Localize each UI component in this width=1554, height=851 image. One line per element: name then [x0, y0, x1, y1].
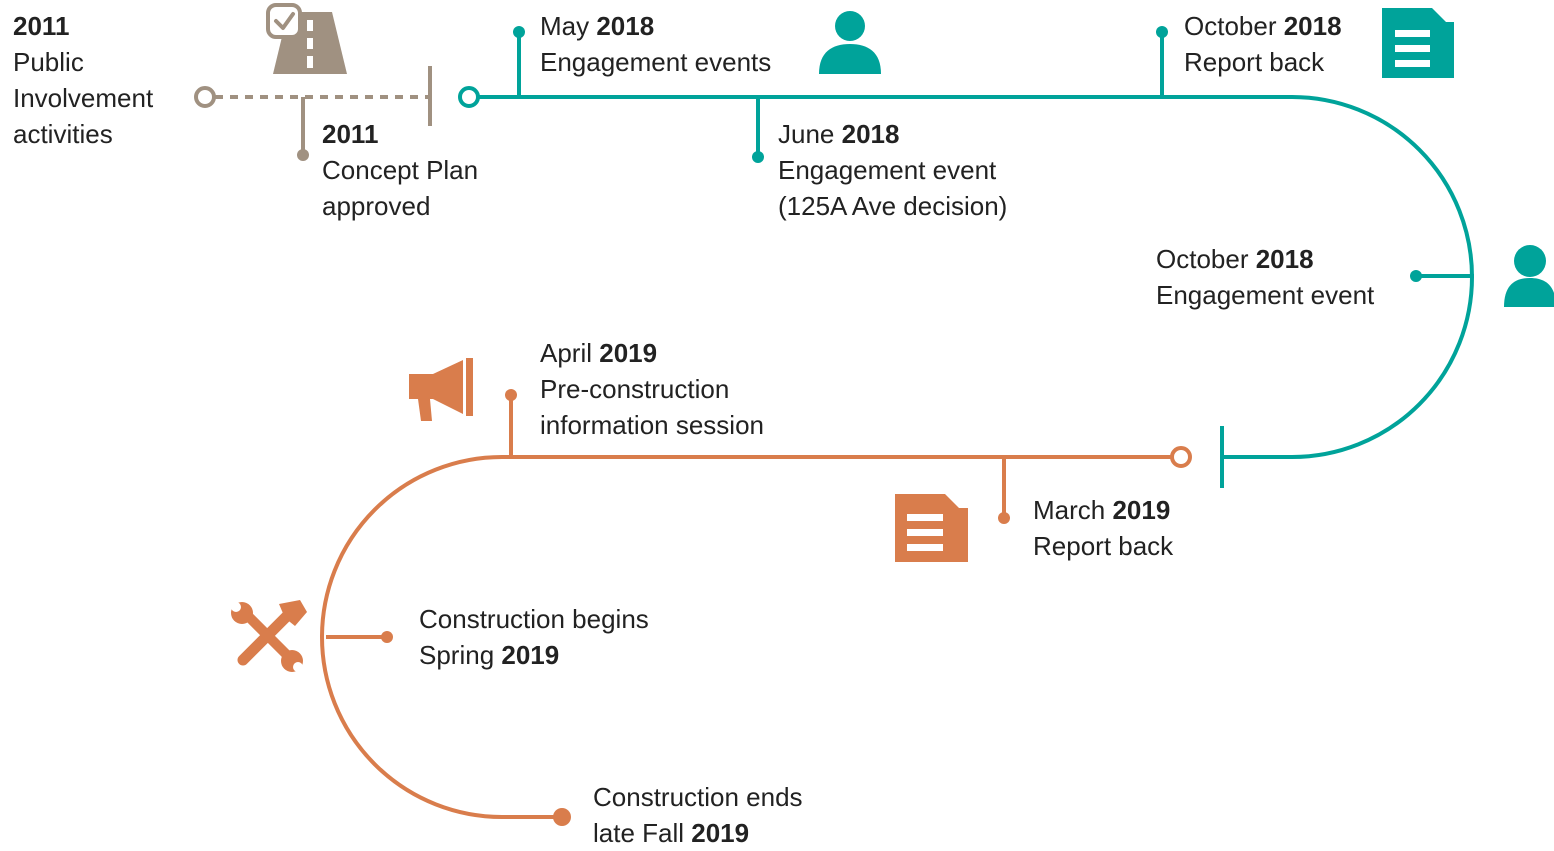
june-2018-month: June [778, 119, 842, 149]
june-2018-text-2: (125A Ave decision) [778, 191, 1008, 221]
segment-2018 [458, 26, 1474, 488]
concept-plan-year-line: 2011 [322, 116, 478, 152]
public-involvement-text-3: activities [13, 119, 113, 149]
october-2018-event-dot [1410, 270, 1422, 282]
october-2018-report-dot [1156, 26, 1168, 38]
october-2018-event-month: October [1156, 244, 1256, 274]
report-document-icon [895, 494, 968, 562]
teal-start-node [458, 86, 480, 108]
construction-begins-dot [381, 631, 393, 643]
october-2018-report-month: October [1184, 11, 1284, 41]
construction-begins-label: Construction begins Spring 2019 [419, 601, 649, 673]
may-2018-label: May 2018 Engagement events [540, 8, 771, 80]
march-2019-month: March [1033, 495, 1113, 525]
april-2019-label: April 2019 Pre-construction information … [540, 335, 764, 443]
construction-begins-season: Spring [419, 640, 502, 670]
megaphone-icon [409, 358, 473, 421]
june-2018-date: June 2018 [778, 116, 1007, 152]
public-involvement-year: 2011 [13, 11, 70, 41]
construction-ends-date: late Fall 2019 [593, 815, 803, 851]
orange-start-node [1170, 446, 1192, 468]
person-icon [819, 11, 881, 74]
april-2019-date: April 2019 [540, 335, 764, 371]
construction-begins-date: Spring 2019 [419, 637, 649, 673]
october-2018-report-date: October 2018 [1184, 8, 1342, 44]
segment-2019 [320, 389, 1192, 826]
march-2019-date: March 2019 [1033, 492, 1173, 528]
orange-main-line [320, 455, 1172, 819]
may-2018-month: May [540, 11, 597, 41]
construction-begins-year: 2019 [501, 640, 560, 670]
october-2018-event-year: 2018 [1255, 244, 1314, 274]
concept-plan-dot [297, 149, 309, 161]
segment-2011 [194, 66, 432, 161]
march-2019-label: March 2019 Report back [1033, 492, 1173, 564]
june-2018-dot [752, 151, 764, 163]
construction-ends-label: Construction ends late Fall 2019 [593, 779, 803, 851]
construction-ends-dot [553, 808, 571, 826]
construction-ends-text-1: Construction ends [593, 782, 803, 812]
report-document-icon [1382, 8, 1454, 78]
april-2019-text-1: Pre-construction [540, 374, 730, 404]
april-2019-month: April [540, 338, 600, 368]
june-2018-year: 2018 [841, 119, 900, 149]
april-2019-text-2: information session [540, 410, 764, 440]
october-2018-report-text-1: Report back [1184, 47, 1325, 77]
may-2018-text-1: Engagement events [540, 47, 772, 77]
march-2019-text-1: Report back [1033, 531, 1174, 561]
june-2018-text-1: Engagement event [778, 155, 997, 185]
public-involvement-text-1: Public [13, 47, 84, 77]
june-2018-label: June 2018 Engagement event (125A Ave dec… [778, 116, 1007, 224]
road-check-icon [266, 3, 347, 74]
concept-plan-text-1: Concept Plan [322, 155, 479, 185]
october-2018-report-label: October 2018 Report back [1184, 8, 1342, 80]
may-2018-year: 2018 [596, 11, 655, 41]
march-2019-year: 2019 [1112, 495, 1171, 525]
person-icon [1504, 245, 1554, 307]
october-2018-event-date: October 2018 [1156, 241, 1374, 277]
construction-ends-season: late Fall [593, 818, 692, 848]
grey-start-node [194, 86, 216, 108]
october-2018-event-text-1: Engagement event [1156, 280, 1375, 310]
concept-plan-label: 2011 Concept Plan approved [322, 116, 478, 224]
may-2018-date: May 2018 [540, 8, 771, 44]
october-2018-report-year: 2018 [1283, 11, 1342, 41]
public-involvement-label: 2011 Public Involvement activities [13, 8, 153, 152]
public-involvement-year-line: 2011 [13, 8, 153, 44]
concept-plan-year: 2011 [322, 119, 379, 149]
concept-plan-text-2: approved [322, 191, 431, 221]
construction-ends-year: 2019 [691, 818, 750, 848]
april-2019-dot [505, 389, 517, 401]
may-2018-dot [513, 26, 525, 38]
public-involvement-text-2: Involvement [13, 83, 154, 113]
construction-begins-text-1: Construction begins [419, 604, 649, 634]
march-2019-dot [998, 512, 1010, 524]
october-2018-event-label: October 2018 Engagement event [1156, 241, 1374, 313]
april-2019-year: 2019 [599, 338, 658, 368]
tools-icon [231, 600, 307, 672]
